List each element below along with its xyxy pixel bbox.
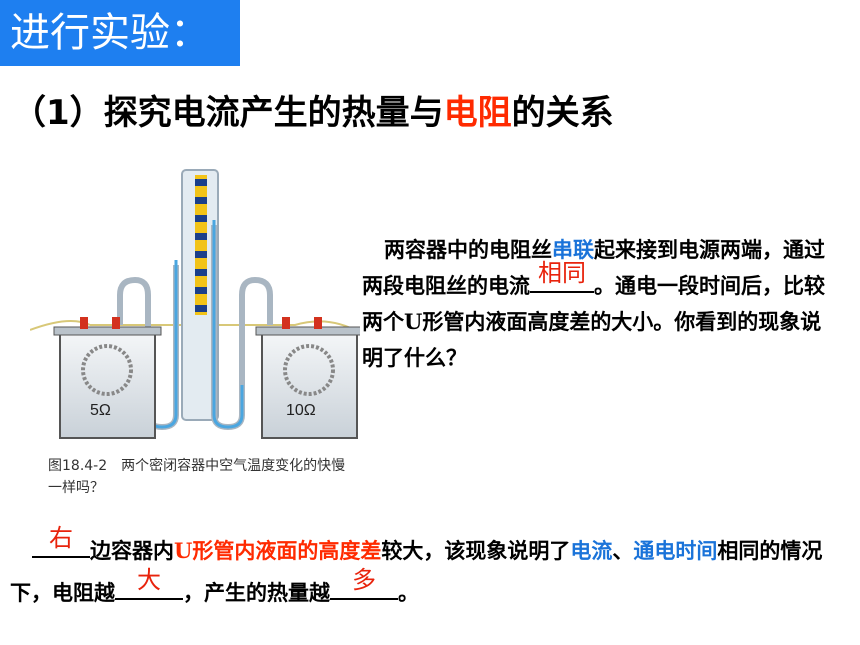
conclusion-part1: 边容器内 [90, 538, 174, 563]
answer-more: 多 [352, 566, 376, 594]
conclusion-part4: ，产生的热量越 [183, 580, 330, 605]
terminal-red [282, 317, 290, 329]
answer-large: 大 [137, 566, 161, 594]
blank-resistance: 大 [115, 568, 183, 600]
resistor-label-10: 10Ω [286, 402, 316, 419]
heading-highlight: 电阻 [443, 93, 512, 133]
terminal-red [112, 317, 120, 329]
blank-side: 右 [32, 526, 90, 558]
description-paragraph: 两容器中的电阻丝串联起来接到电源两端，通过两段电阻丝的电流相同。通电一段时间后，… [362, 232, 842, 376]
blank-current: 相同 [530, 261, 594, 293]
blank-heat: 多 [330, 568, 398, 600]
section-heading: （1）探究电流产生的热量与电阻的关系 [12, 88, 614, 138]
conclusion-highlight-time: 通电时间 [633, 538, 718, 563]
desc-part3: 。通电一段时间后，比较两个U形管内液面高度差的大小。你看到的现象说明了什么？ [362, 273, 825, 370]
heading-prefix: （1）探究电流产生的热量与 [12, 93, 444, 133]
container-right [261, 332, 358, 439]
desc-highlight-series: 串联 [552, 237, 594, 262]
slide-title: 进行实验： [0, 0, 240, 66]
experiment-diagram: 5Ω 10Ω [30, 169, 360, 439]
terminal-red [80, 317, 88, 329]
conclusion-paragraph: 右边容器内U形管内液面的高度差较大，该现象说明了电流、通电时间相同的情况下，电阻… [10, 526, 855, 614]
resistor-coil-left [81, 344, 133, 396]
conclusion-highlight-height: U形管内液面的高度差 [174, 538, 382, 563]
terminal-red [314, 317, 322, 329]
conclusion-part5: 。 [398, 580, 419, 605]
resistor-label-5: 5Ω [90, 402, 111, 419]
heading-suffix: 的关系 [511, 93, 614, 133]
conclusion-highlight-current: 电流 [570, 538, 613, 563]
conclusion-sep: 、 [612, 538, 634, 563]
desc-part2: 起来接到电源两端，通过两段电阻丝的电流 [362, 237, 825, 298]
conclusion-part3: 相同的情况下，电阻越 [10, 538, 823, 605]
scale-ruler [195, 175, 207, 315]
resistor-coil-right [283, 344, 335, 396]
figure-caption: 图18.4-2 两个密闭容器中空气温度变化的快慢一样吗？ [48, 458, 346, 496]
conclusion-part2: 较大，该现象说明了 [381, 538, 571, 563]
answer-same: 相同 [538, 259, 586, 287]
answer-right: 右 [49, 524, 73, 552]
u-tube-right-liquid [212, 220, 244, 429]
desc-part1: 两容器中的电阻丝 [384, 237, 552, 262]
container-left [59, 332, 156, 439]
